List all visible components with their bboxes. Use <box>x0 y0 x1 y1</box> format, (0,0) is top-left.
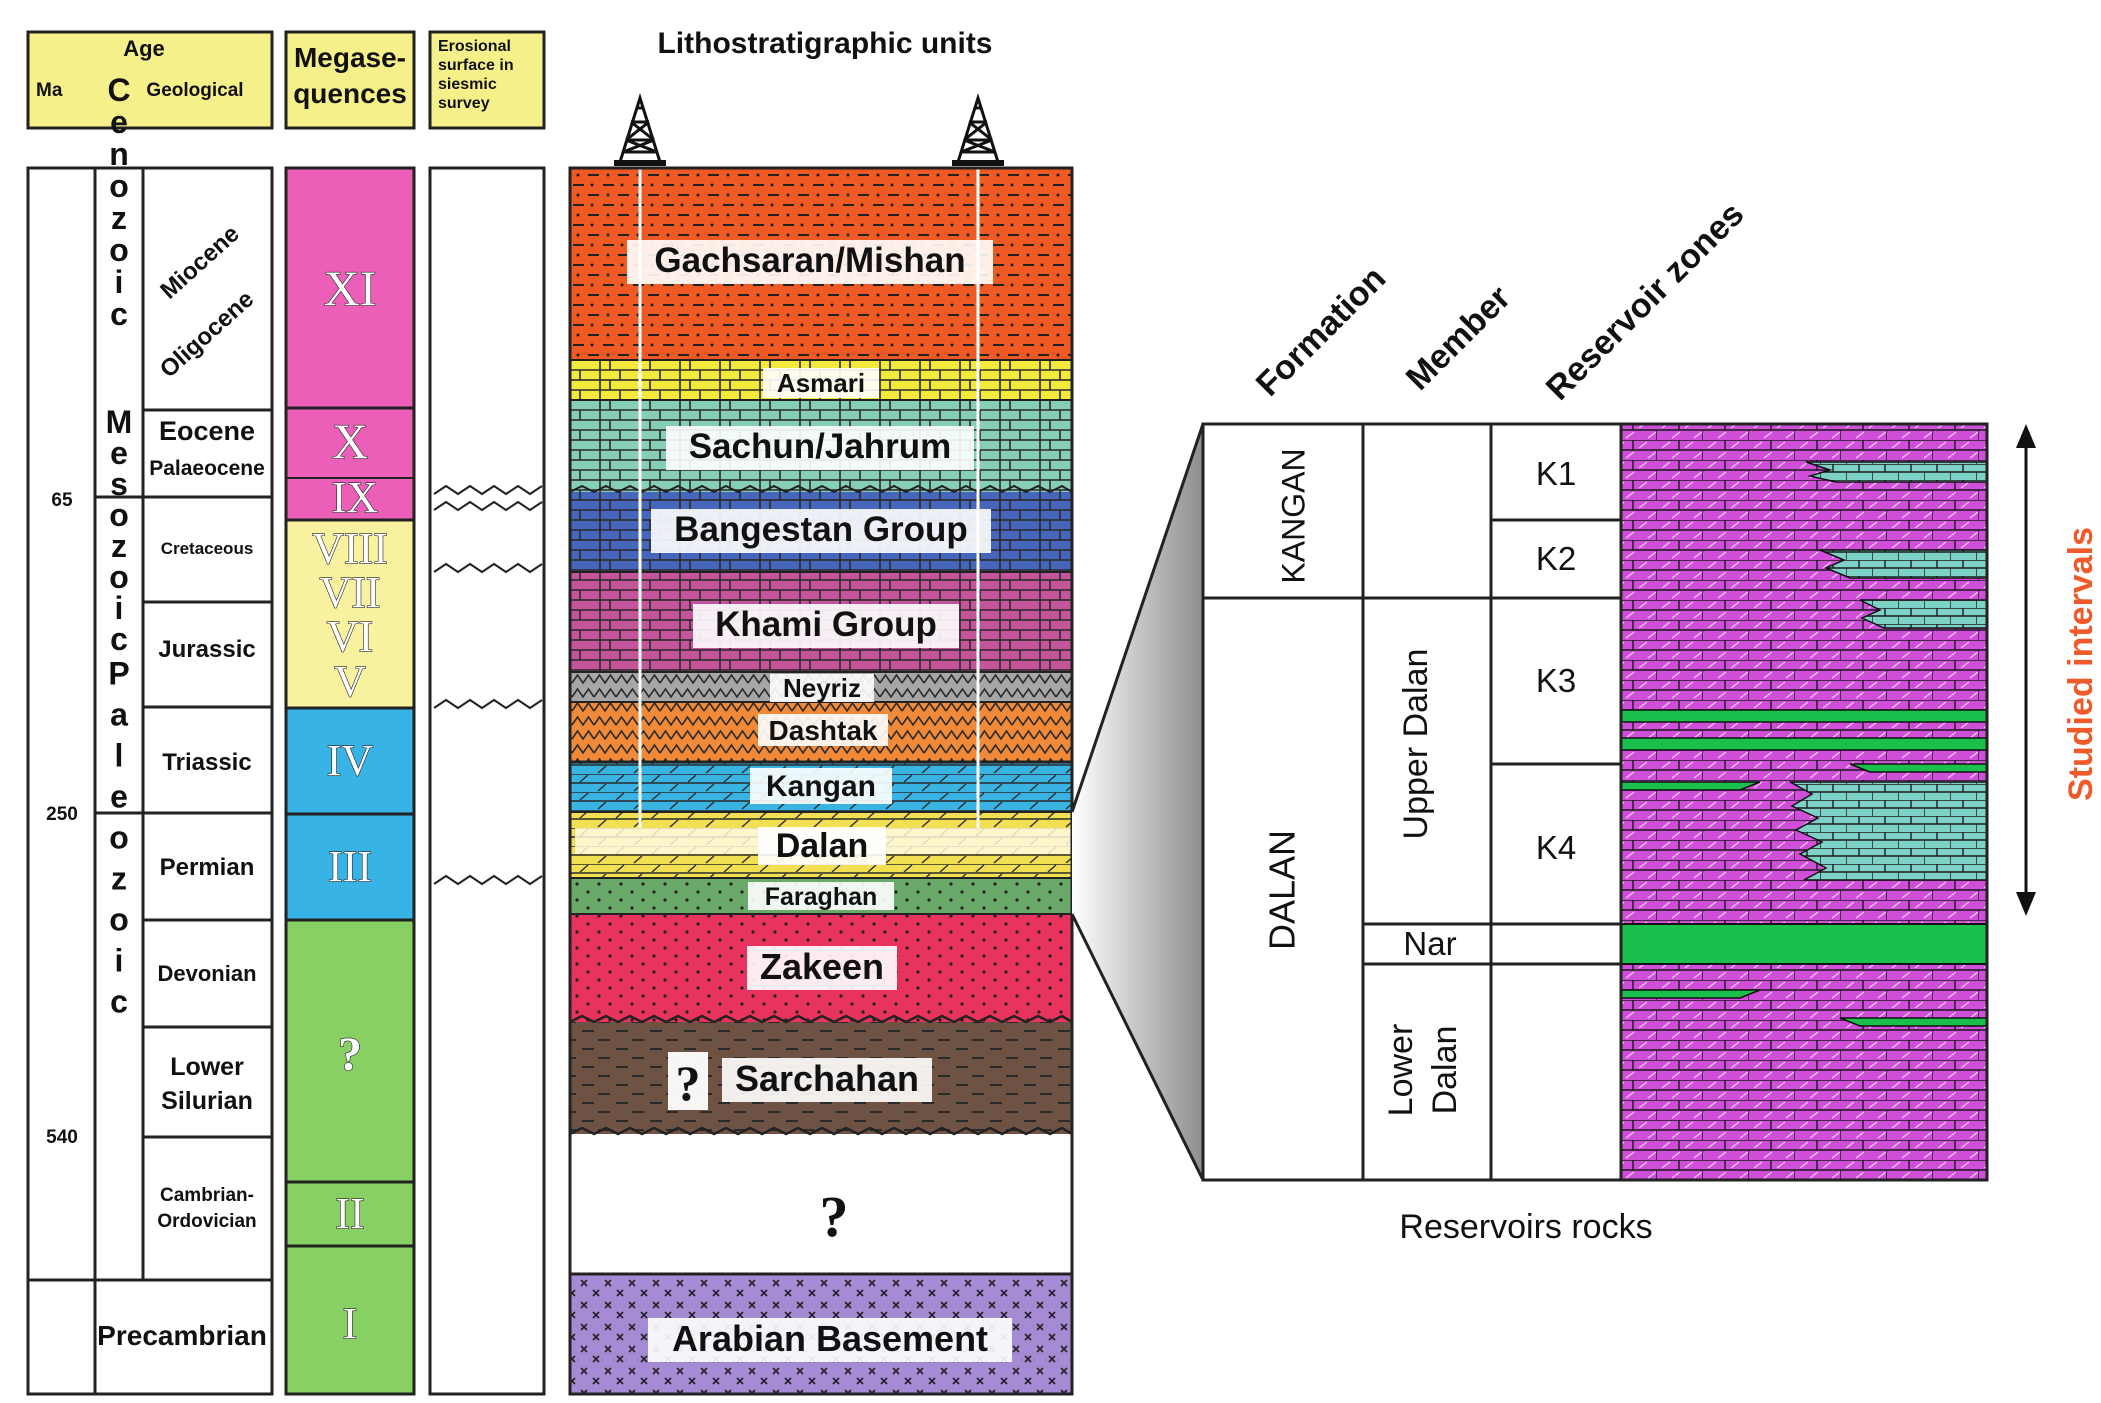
era-paleozoic: Paleozoic <box>101 656 137 1025</box>
formation-dalan: DALAN <box>1262 830 1303 950</box>
unit-label-faraghan: Faraghan <box>765 883 878 911</box>
megasequences-title-1: Megase- <box>294 42 406 73</box>
unit-label-kangan: Kangan <box>766 770 876 803</box>
unit-label-dalan: Dalan <box>776 827 869 865</box>
megasequences-title-2: quences <box>293 78 407 109</box>
erosional-title-4: survey <box>438 95 490 112</box>
period-ordovician: Ordovician <box>157 1211 256 1232</box>
erosion-line <box>433 500 543 512</box>
unit-unknown-fill <box>570 1134 1072 1274</box>
unit-label-gachsaran: Gachsaran/Mishan <box>654 241 965 280</box>
age-ma-label: Ma <box>36 80 63 101</box>
unit-label-zakeen: Zakeen <box>760 946 884 987</box>
erosional-surface-column <box>428 166 546 1396</box>
era-cenozoic: Cenozoic <box>101 72 137 328</box>
period-devonian: Devonian <box>157 961 256 986</box>
drilling-rig-icon <box>614 92 666 166</box>
studied-intervals-label: Studied intervals <box>2062 527 2100 801</box>
erosional-title-1: Erosional <box>438 38 511 55</box>
megasequence-iv: IV <box>327 736 374 785</box>
unit-label-dashtak: Dashtak <box>769 715 878 746</box>
drilling-rig-icon <box>952 92 1004 166</box>
megasequence-xi: XI <box>324 260 377 316</box>
period-jurassic: Jurassic <box>158 636 255 663</box>
unit-label-sachun: Sachun/Jahrum <box>689 427 952 466</box>
ma-tick-65: 65 <box>51 490 73 511</box>
zone-k1: K1 <box>1536 455 1576 492</box>
reservoir-col-zones: Reservoir zones <box>1539 195 1752 408</box>
erosion-line <box>433 484 543 496</box>
reservoir-col-formation: Formation <box>1249 259 1393 403</box>
megasequence-ix: IX <box>332 473 378 522</box>
age-column: 65 250 540 Cenozoic Mesozoic Paleozoic M… <box>26 72 274 1396</box>
erosional-title-2: surface in <box>438 57 514 74</box>
megasequences-header: Megase- quences <box>284 30 416 130</box>
megasequence-v: V <box>334 657 366 706</box>
unit-label-bangestan: Bangestan Group <box>674 510 968 549</box>
megasequence-vi: VI <box>327 612 373 661</box>
period-permian: Permian <box>160 854 255 881</box>
unit-label-asmari: Asmari <box>777 368 865 398</box>
ma-tick-540: 540 <box>46 1127 78 1148</box>
litho-column: Gachsaran/Mishan Asmari Sachun/Jahrum Ba… <box>568 92 1074 1396</box>
period-palaeocene: Palaeocene <box>149 457 265 480</box>
litho-title: Lithostratigraphic units <box>657 27 992 60</box>
period-precambrian: Precambrian <box>97 1320 267 1351</box>
ma-tick-250: 250 <box>46 804 78 825</box>
reservoir-lithology-log <box>1619 422 1989 1182</box>
megasequence-iii: III <box>328 842 372 891</box>
age-title: Age <box>123 36 165 61</box>
period-cretaceous: Cretaceous <box>161 539 254 558</box>
erosion-line <box>433 874 543 886</box>
period-cambrian: Cambrian- <box>160 1185 254 1206</box>
megasequence-x: X <box>332 413 368 469</box>
erosional-header: Erosional surface in siesmic survey <box>428 30 546 130</box>
member-lower-dalan-1: Lower <box>1382 1024 1420 1117</box>
period-triassic: Triassic <box>162 749 251 776</box>
megasequence-unknown: ? <box>338 1028 362 1081</box>
age-geological-label: Geological <box>146 80 243 101</box>
period-silurian: Silurian <box>161 1087 253 1115</box>
zoom-connector <box>1070 423 1205 1181</box>
studied-interval-arrow <box>2016 424 2036 916</box>
formation-kangan: KANGAN <box>1275 448 1311 583</box>
age-header: Age Ma Geological <box>26 30 274 130</box>
erosional-title-3: siesmic <box>438 76 497 93</box>
megasequence-viii: VIII <box>312 524 388 573</box>
period-lower: Lower <box>170 1053 244 1081</box>
member-nar: Nar <box>1403 925 1456 962</box>
megasequence-i: I <box>343 1299 358 1348</box>
zone-k4: K4 <box>1536 829 1576 866</box>
unit-label-sarchahan: Sarchahan <box>735 1058 919 1099</box>
erosion-line <box>433 698 543 710</box>
zone-k2: K2 <box>1536 540 1576 577</box>
reservoir-section: Formation Member Reservoir zones KANGAN … <box>1201 195 2100 1246</box>
megasequence-vii: VII <box>319 568 380 617</box>
reservoir-col-member: Member <box>1399 279 1518 398</box>
unit-label-unknown: ? <box>820 1184 849 1249</box>
period-eocene: Eocene <box>159 416 255 446</box>
unit-label-khami: Khami Group <box>715 605 937 644</box>
unit-label-basement: Arabian Basement <box>672 1318 988 1359</box>
unit-label-neyriz: Neyriz <box>783 673 861 703</box>
unit-label-sarchahan-question: ? <box>676 1055 701 1111</box>
member-lower-dalan-2: Dalan <box>1426 1026 1464 1115</box>
megasequence-column: XI X IX VIII VII VI V IV III ? II I <box>284 166 416 1396</box>
erosion-line <box>433 562 543 574</box>
megasequence-ii: II <box>335 1189 364 1238</box>
reservoir-caption: Reservoirs rocks <box>1399 1208 1652 1246</box>
member-upper-dalan: Upper Dalan <box>1397 649 1435 840</box>
era-mesozoic: Mesozoic <box>101 404 137 652</box>
zone-k3: K3 <box>1536 662 1576 699</box>
